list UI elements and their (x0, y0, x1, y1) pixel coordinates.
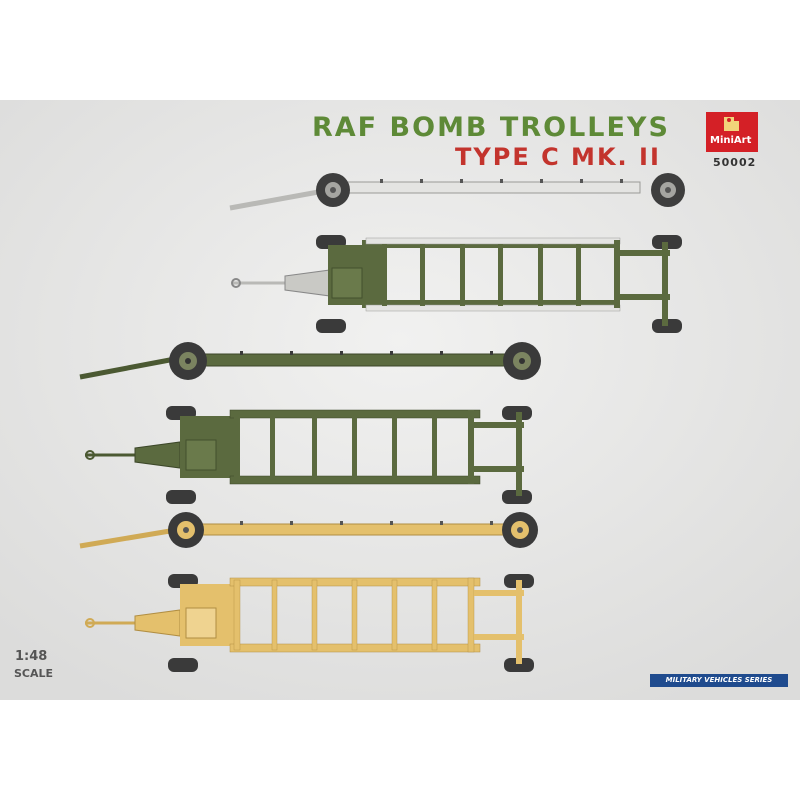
logo-figure-icon (724, 117, 739, 131)
artwork-canvas: RAF BOMB TROLLEYS TYPE C MK. II MiniArt … (0, 100, 800, 700)
trolley-white-side (229, 173, 685, 211)
trolley-green-top (85, 406, 532, 504)
trolley-sand-top (85, 574, 534, 672)
series-badge: MILITARY VEHICLES SERIES (650, 674, 788, 687)
title-line-2: TYPE C MK. II (455, 143, 661, 171)
scale-label: SCALE (14, 667, 54, 680)
logo-text: MiniArt (710, 135, 752, 146)
product-code: 50002 (713, 156, 757, 169)
trolley-sand-side (79, 512, 538, 549)
scale-value: 1:48 (15, 649, 48, 664)
trolley-green-side (79, 342, 541, 380)
trolley-white-top (231, 235, 682, 333)
title-line-1: RAF BOMB TROLLEYS (312, 112, 670, 143)
miniart-logo: MiniArt (706, 112, 758, 152)
trolley-drawings (79, 173, 685, 672)
